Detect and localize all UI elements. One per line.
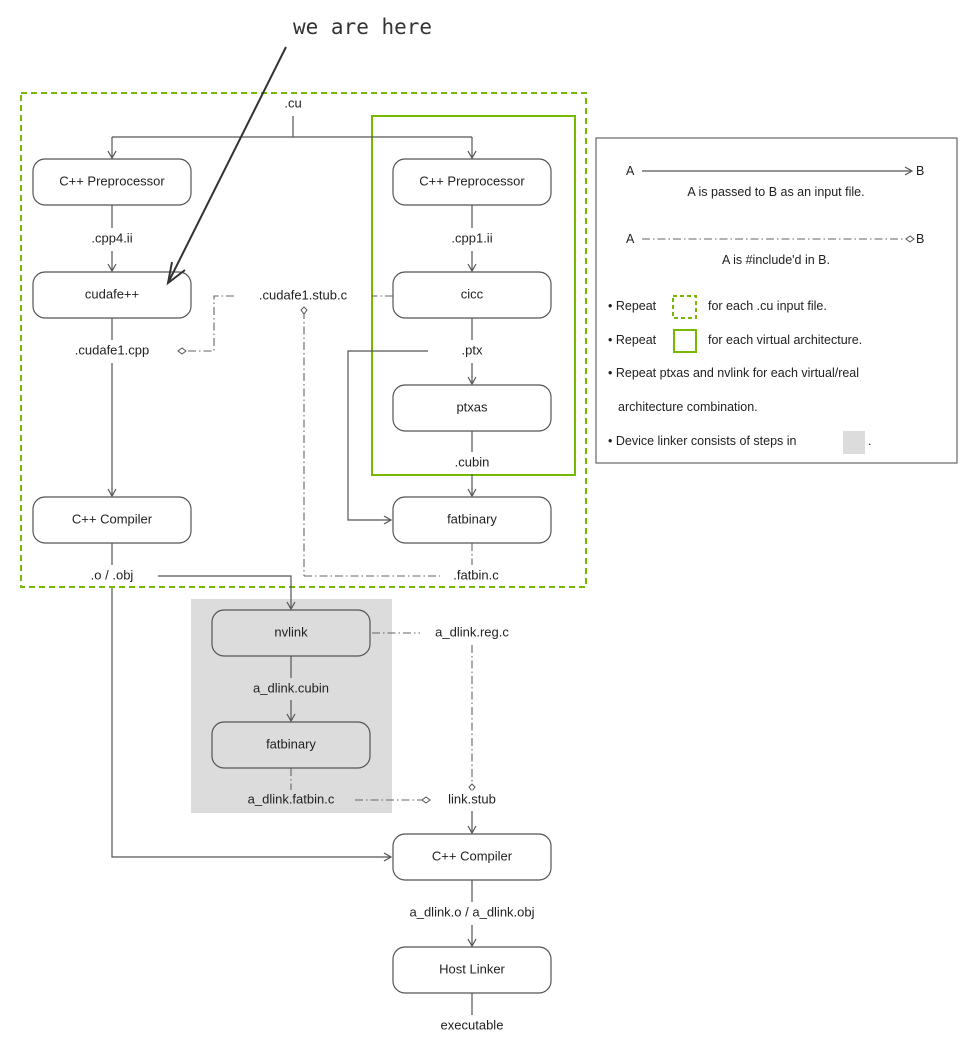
file-a-dlink-cubin: a_dlink.cubin <box>253 680 329 695</box>
edge-obj-to-host-linker <box>111 588 393 862</box>
file-label-bg <box>437 1016 507 1034</box>
legend-input-b: B <box>916 164 924 178</box>
node-label: C++ Compiler <box>432 848 513 863</box>
file-label-bg <box>244 790 338 808</box>
edge-obj-to-nvlink <box>158 575 296 611</box>
annotation-arrowhead-icon <box>166 261 186 286</box>
file-cudafe1-cpp: .cudafe1.cpp <box>75 342 149 357</box>
node-host-compiler: C++ Compiler <box>32 496 192 544</box>
edge-ptx-to-fatbinary <box>347 350 428 525</box>
file-label-bg <box>448 229 496 247</box>
file-label-bg <box>458 341 486 359</box>
legend-solid-green-swatch <box>673 329 697 353</box>
node-device-preprocessor: C++ Preprocessor <box>392 158 552 206</box>
legend-include-b: B <box>916 232 924 246</box>
file-label-bg <box>255 286 351 304</box>
node-label: fatbinary <box>266 736 316 751</box>
legend-input-a: A <box>626 164 635 178</box>
legend-repeat-cu: for each .cu input file. <box>708 299 827 313</box>
legend: A B A is passed to B as an input file. A… <box>595 137 958 464</box>
node-host-preprocessor: C++ Preprocessor <box>32 158 192 206</box>
node-ptxas: ptxas <box>392 384 552 432</box>
annotation-text: we are here <box>293 15 432 39</box>
legend-include-diamond <box>905 235 915 243</box>
file-label-bg <box>432 623 513 641</box>
file-label-bg <box>281 94 305 112</box>
node-label: ptxas <box>456 399 488 414</box>
include-diamond-cudafe1cpp <box>177 347 187 355</box>
file-a-dlink-reg-c: a_dlink.reg.c <box>435 624 509 639</box>
annotation-arrow-line <box>167 46 287 284</box>
per-cu-file-region <box>20 92 587 588</box>
node-label: cicc <box>461 286 484 301</box>
node-label: C++ Compiler <box>72 511 153 526</box>
legend-include-a: A <box>626 232 635 246</box>
legend-repeat-ptxas-2: architecture combination. <box>618 400 758 414</box>
file-label-bg <box>88 229 136 247</box>
file-label-bg <box>445 790 499 808</box>
node-nvlink: nvlink <box>211 609 371 657</box>
file-label-bg <box>451 453 493 471</box>
node-host-linker: Host Linker <box>392 946 552 994</box>
file-label-bg <box>406 903 538 921</box>
legend-repeat-cu-prefix: • Repeat <box>608 299 657 313</box>
include-diamond-stub <box>300 306 308 315</box>
file-label-bg <box>71 341 153 359</box>
node-dlink-fatbinary: fatbinary <box>211 721 371 769</box>
include-diamond-linkstub-top <box>468 783 476 792</box>
include-stub-to-cudafe1cpp <box>183 295 234 352</box>
node-cudafe: cudafe++ <box>32 271 192 319</box>
file-ptx: .ptx <box>462 342 483 357</box>
file-cu: .cu <box>284 95 301 110</box>
node-label: C++ Preprocessor <box>419 173 525 188</box>
file-label-bg <box>250 679 332 697</box>
legend-dashed-green-swatch <box>672 295 697 319</box>
node-label: Host Linker <box>439 961 505 976</box>
file-o-obj: .o / .obj <box>91 567 134 582</box>
file-executable: executable <box>441 1017 504 1032</box>
node-label: C++ Preprocessor <box>59 173 165 188</box>
file-a-dlink-fatbin-c: a_dlink.fatbin.c <box>248 791 335 806</box>
legend-repeat-arch: for each virtual architecture. <box>708 333 862 347</box>
file-cpp1-ii: .cpp1.ii <box>451 230 492 245</box>
file-label-bg <box>87 566 137 584</box>
file-cpp4-ii: .cpp4.ii <box>91 230 132 245</box>
node-cicc: cicc <box>392 271 552 319</box>
legend-device-linker-end: . <box>868 434 871 448</box>
node-label: cudafe++ <box>85 286 139 301</box>
node-label: nvlink <box>274 624 308 639</box>
legend-gray-swatch <box>843 431 865 454</box>
file-link-stub: link.stub <box>448 791 496 806</box>
file-cubin: .cubin <box>455 454 490 469</box>
legend-input-desc: A is passed to B as an input file. <box>687 185 864 199</box>
legend-include-desc: A is #include'd in B. <box>722 253 830 267</box>
node-label: fatbinary <box>447 511 497 526</box>
file-cudafe1-stub-c: .cudafe1.stub.c <box>259 287 348 302</box>
file-a-dlink-o-obj: a_dlink.o / a_dlink.obj <box>409 904 534 919</box>
file-label-bg <box>450 566 503 584</box>
include-diamond-linkstub-left <box>421 796 431 804</box>
legend-repeat-arch-prefix: • Repeat <box>608 333 657 347</box>
file-fatbin-c: .fatbin.c <box>453 567 499 582</box>
legend-box <box>595 137 958 464</box>
node-dlink-compiler: C++ Compiler <box>392 833 552 881</box>
legend-device-linker: • Device linker consists of steps in <box>608 434 797 448</box>
legend-repeat-ptxas-1: • Repeat ptxas and nvlink for each virtu… <box>608 366 859 380</box>
node-fatbinary: fatbinary <box>392 496 552 544</box>
